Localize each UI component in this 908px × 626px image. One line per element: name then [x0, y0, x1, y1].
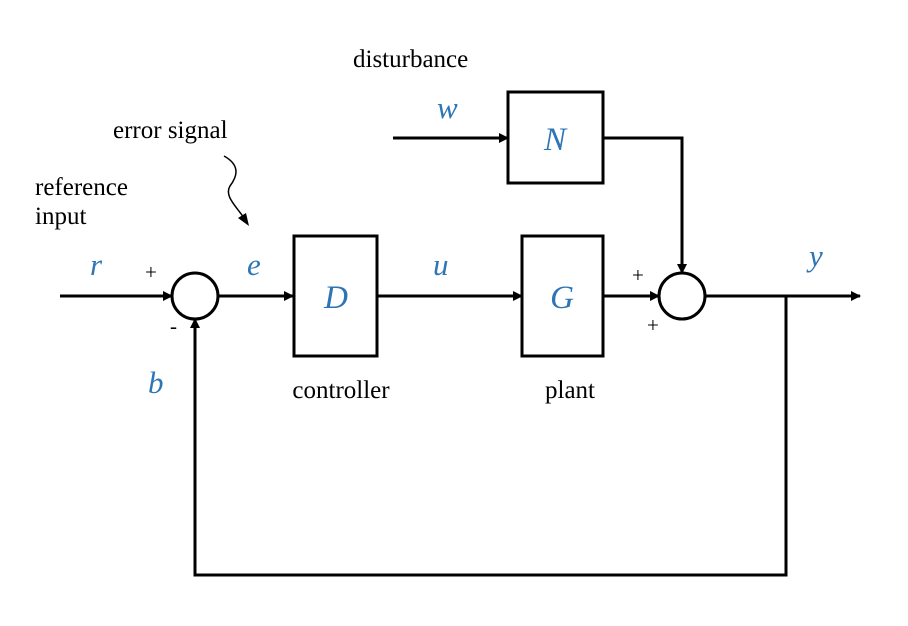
- variable-u: u: [433, 247, 449, 282]
- sign-junction1-plus: +: [145, 260, 157, 284]
- variable-r: r: [90, 247, 103, 282]
- disturbance-output-arrow: [603, 136, 687, 274]
- controller-block-label: D: [323, 280, 348, 316]
- variable-y: y: [806, 238, 823, 273]
- error-signal-label: error signal: [113, 117, 228, 144]
- disturbance-label: disturbance: [353, 46, 468, 73]
- sign-junction2-plus-bottom: +: [647, 313, 659, 337]
- sign-junction1-minus: -: [170, 314, 177, 338]
- plant-block: G: [520, 234, 605, 358]
- variable-w: w: [437, 90, 458, 125]
- reference-input-label-line2: input: [35, 203, 86, 230]
- controller-label: controller: [292, 377, 390, 404]
- disturbance-block: N: [506, 90, 605, 185]
- reference-input-label-line1: reference: [35, 174, 128, 201]
- error-signal-pointer: [223, 155, 245, 219]
- sign-junction2-plus-left: +: [632, 263, 644, 287]
- error-signal-pointer-head: [238, 213, 249, 226]
- summing-junction-error: [170, 271, 220, 321]
- plant-block-label: G: [550, 280, 574, 316]
- plant-label: plant: [545, 377, 595, 404]
- disturbance-block-label: N: [543, 122, 568, 158]
- variable-e: e: [247, 247, 261, 282]
- controller-block: D: [292, 234, 379, 358]
- feedback-path-arrow: [190, 296, 788, 577]
- variable-b: b: [148, 365, 164, 400]
- summing-junction-output: [657, 271, 707, 321]
